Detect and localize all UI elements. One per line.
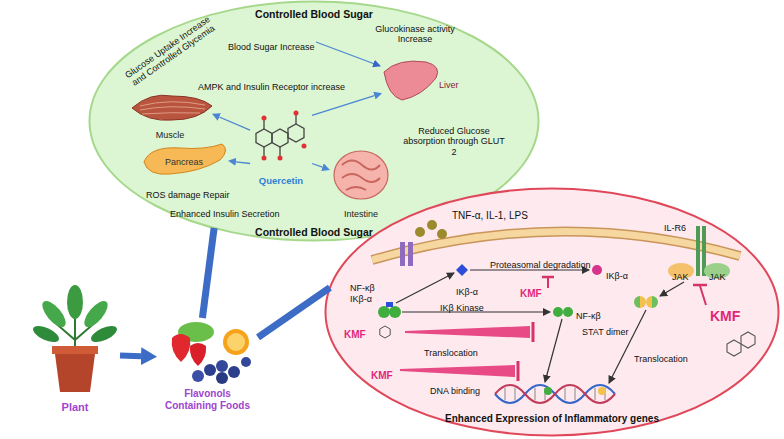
annotation-label: Translocation [634,354,688,364]
annotation-label: TNF-α, IL-1, LPS [452,210,528,222]
annotation-label: NF-κβ [350,283,375,293]
annotation-label: STAT dimer [582,327,629,337]
node-label: Muscle [156,130,185,140]
source-node: Flavonols Containing Foods [157,318,258,415]
node-label: Intestine [344,209,378,219]
pancreas-illustration [144,144,226,174]
inhibitor-label: KMF [710,308,740,324]
annotation-label: Enhanced Insulin Secretion [170,209,280,219]
node-label: Enhanced Expression of Inflammatory gene… [445,413,659,425]
liver-illustration [384,61,438,100]
node-label: Controlled Blood Sugar [255,8,373,20]
source-node: Plant [30,285,120,413]
node-label: Controlled Blood Sugar [255,226,373,238]
organ-node: Pancreas [140,140,228,178]
connector [120,352,141,359]
organ-node: Intestine [330,150,392,216]
connector [258,288,330,338]
annotation-label: Proteasomal degradation [490,260,591,270]
annotation-label: IL-R6 [664,223,686,233]
annotation-label: ROS damage Repair [146,190,230,200]
muscle-illustration [132,95,212,120]
node-label: Quercetin [259,176,303,187]
annotation-label: IKβ Kinase [440,303,484,313]
annotation-label: IKβ-α [606,271,628,281]
compound-node: Quercetin [250,108,312,182]
node-label: Pancreas [165,157,203,167]
intestine-illustration [334,151,388,199]
annotation-label: IKβ-α [350,294,372,304]
node-label: Liver [439,80,459,90]
quercetin-molecule [256,111,307,161]
node-label: Plant [62,401,89,414]
food-illustration [172,322,251,384]
leader-arrow [316,42,380,66]
inhibitor-label: KMF [344,329,366,341]
organ-node: Muscle [128,94,212,138]
inhibitor-label: KMF [520,288,542,300]
annotation-label: IKβ-α [456,287,478,297]
inhibitor-label: KMF [371,370,393,382]
plant-illustration [31,285,119,392]
connector [202,228,214,318]
annotation-label: Blood Sugar Increase [228,42,315,52]
annotation-label: NF-κβ [576,311,601,321]
signaling-illustration [372,220,755,403]
node-label: Flavonols Containing Foods [157,388,258,411]
annotation-label: Reduced Glucose absorption through GLUT … [400,126,508,157]
annotation-label: AMPK and Insulin Receptor increase [198,82,345,92]
annotation-label: Translocation [424,348,478,358]
annotation-label: DNA binding [430,386,480,396]
organ-node: Liver [382,58,464,102]
annotation-label: JAK [672,272,689,282]
annotation-label: Glucokinase activity Increase [372,24,458,45]
annotation-label: JAK [709,272,726,282]
